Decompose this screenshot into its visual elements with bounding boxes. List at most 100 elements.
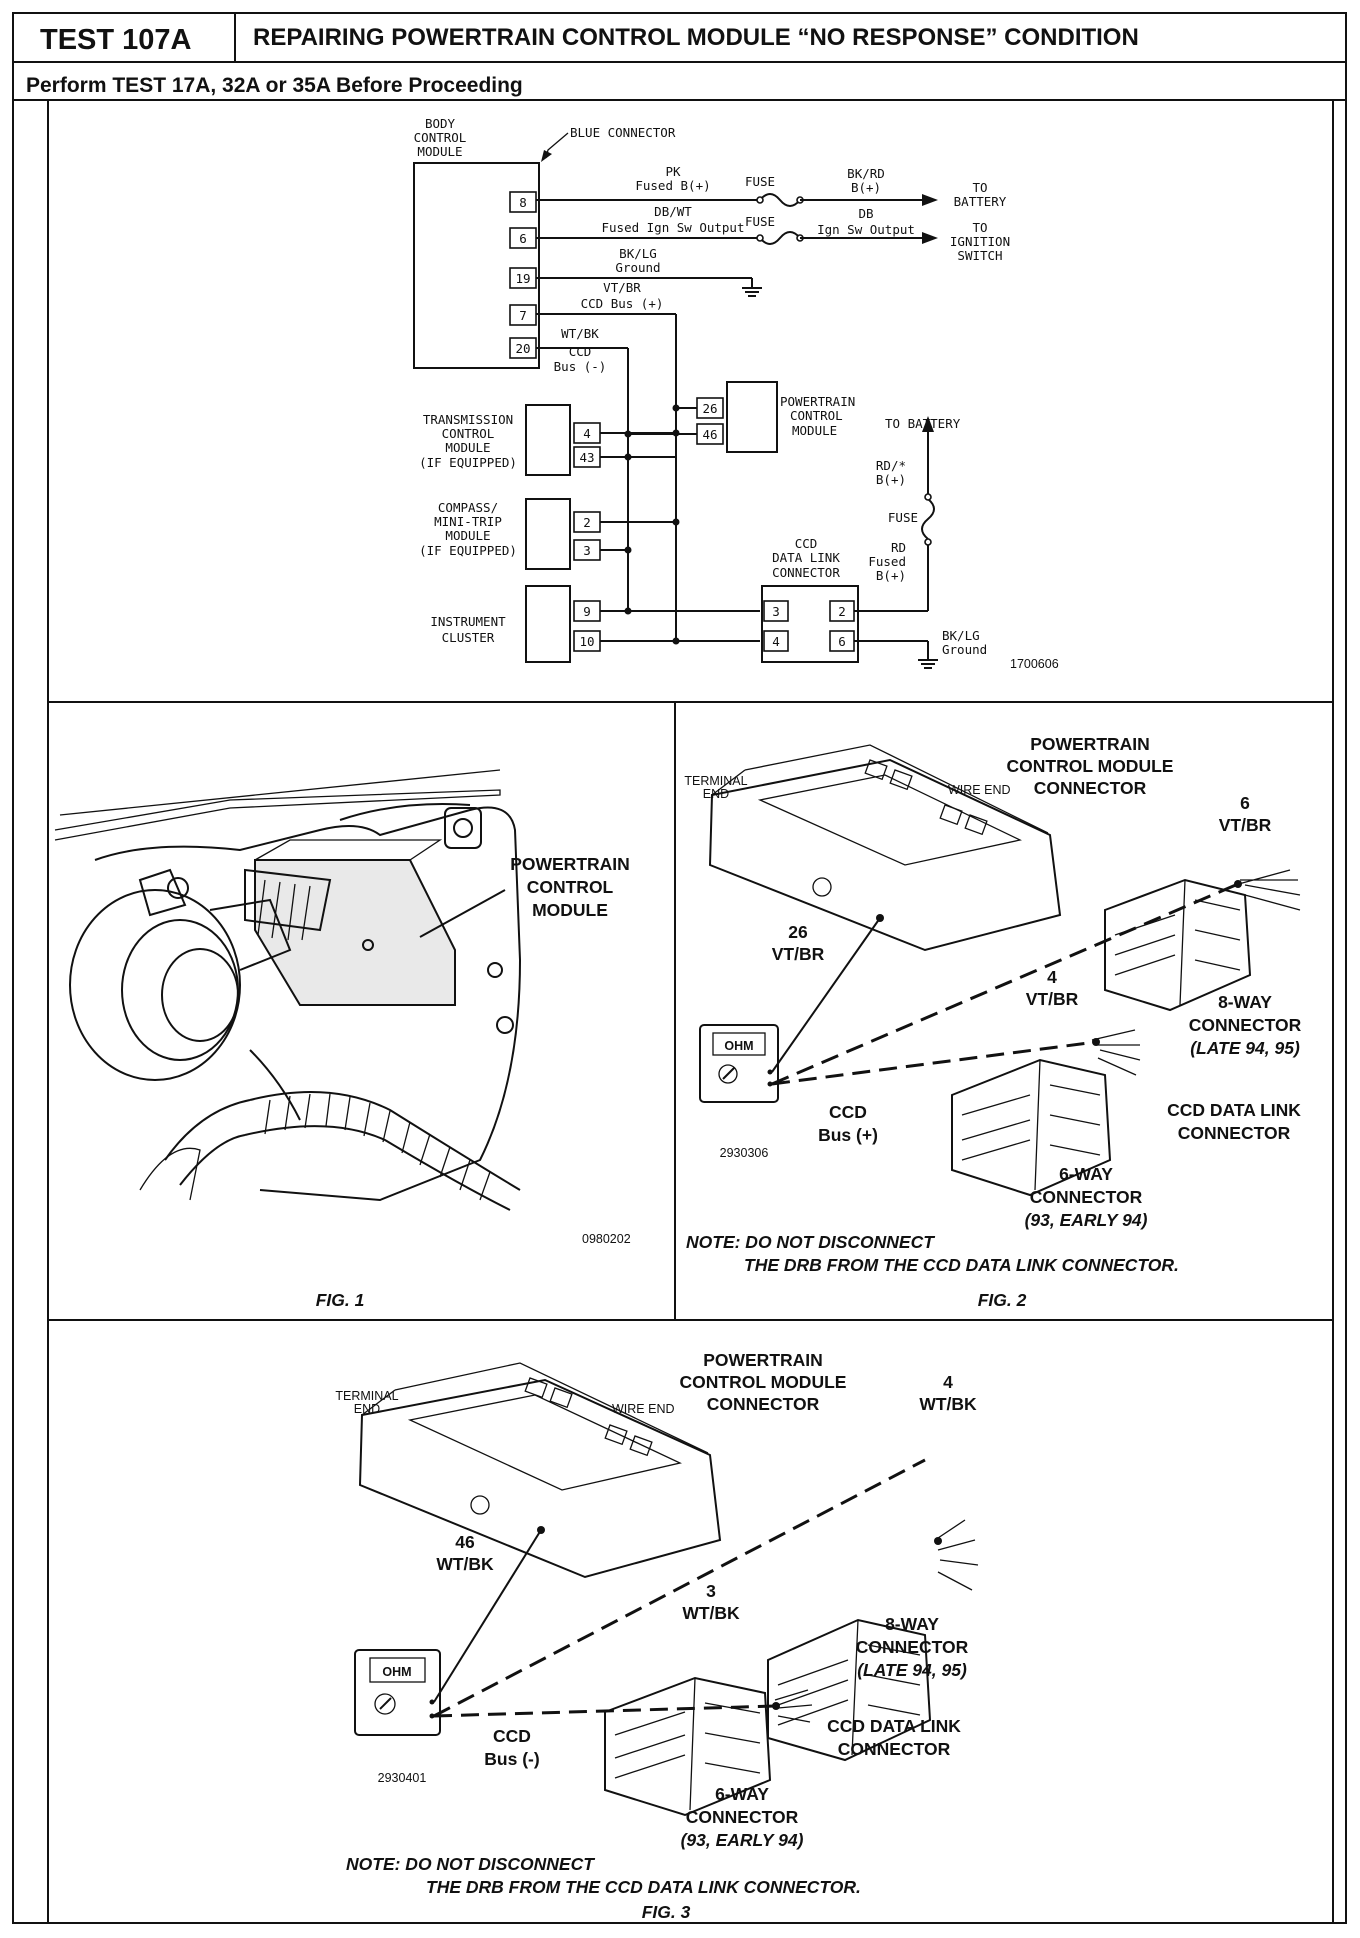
fig3-wire-end: WIRE END — [612, 1402, 675, 1416]
compass-pin-2-label: 2 — [583, 515, 591, 530]
schematic-ref: 1700606 — [1010, 657, 1059, 671]
compass-pin-3-label: 3 — [583, 543, 591, 558]
compass-label-4: (IF EQUIPPED) — [419, 543, 517, 558]
fig2-bus-1: CCD — [829, 1102, 867, 1122]
ground-2-icon — [918, 659, 938, 669]
fig2-pin6-num: 6 — [1240, 793, 1250, 813]
fig3-6way-years: (93, EARLY 94) — [681, 1830, 804, 1850]
pcm-label-1: POWERTRAIN — [780, 394, 855, 409]
dlc-pin-6-label: 6 — [838, 634, 846, 649]
fig2-8way-years: (LATE 94, 95) — [1190, 1038, 1300, 1058]
fig3-title-2: CONTROL MODULE — [680, 1372, 847, 1392]
fig2-title-3: CONNECTOR — [1034, 778, 1147, 798]
to-ignition-2: IGNITION — [950, 234, 1010, 249]
fig2-note-2: THE DRB FROM THE CCD DATA LINK CONNECTOR… — [744, 1255, 1179, 1275]
fig3-note-1: NOTE: DO NOT DISCONNECT — [346, 1854, 595, 1874]
fig2-title-1: POWERTRAIN — [1030, 734, 1150, 754]
fig1-ref: 0980202 — [582, 1232, 631, 1246]
fig2-caption: FIG. 2 — [978, 1290, 1027, 1310]
to-ignition-arrow — [922, 232, 938, 244]
fig3-ohmmeter — [354, 1649, 441, 1736]
wire-db-desc: Ign Sw Output — [817, 222, 915, 237]
cluster-label-1: INSTRUMENT — [430, 614, 506, 629]
fig2-dlc-2: CONNECTOR — [1178, 1123, 1291, 1143]
bcm-pin-6-label: 6 — [519, 231, 527, 246]
fuse-3-symbol — [921, 498, 935, 540]
to-battery-arrow — [922, 194, 938, 206]
wire-bklg2-label: BK/LG — [942, 628, 980, 643]
fig3-caption: FIG. 3 — [642, 1902, 691, 1922]
compass-mini-trip-module — [525, 498, 571, 570]
fuse-2-label: FUSE — [745, 214, 775, 229]
pcm-label-2: CONTROL — [790, 408, 843, 423]
tcm-pin-43-label: 43 — [579, 450, 594, 465]
bcm-label-2: CONTROL — [414, 130, 467, 145]
blue-connector-arrow — [541, 150, 552, 162]
fuse-1-symbol — [759, 193, 801, 207]
fig1-caption: FIG. 1 — [316, 1290, 365, 1310]
compass-label-2: MINI-TRIP — [434, 514, 502, 529]
fuse-2-symbol — [759, 231, 801, 245]
tcm-label-1: TRANSMISSION — [423, 412, 513, 427]
dlc-pin-3-label: 3 — [772, 604, 780, 619]
fig2-terminal-end-1: TERMINAL — [684, 774, 747, 788]
tcm-pin-4-label: 4 — [583, 426, 591, 441]
fig3-dlc-2: CONNECTOR — [838, 1739, 951, 1759]
fig2-pin4-color: VT/BR — [1026, 989, 1079, 1009]
cluster-pin-10-label: 10 — [579, 634, 594, 649]
bcm-label-3: MODULE — [417, 144, 462, 159]
to-battery-1: TO — [972, 180, 987, 195]
fig2-ref: 2930306 — [720, 1146, 769, 1160]
to-ignition-1: TO — [972, 220, 987, 235]
test-id: TEST 107A — [40, 24, 192, 56]
fig3-note-2: THE DRB FROM THE CCD DATA LINK CONNECTOR… — [426, 1877, 861, 1897]
dlc-pin-4 — [763, 630, 789, 652]
wire-vtbr-label: VT/BR — [603, 280, 641, 295]
wire-bkrd-label: BK/RD — [847, 166, 885, 181]
fig2-8way-connector — [1104, 878, 1252, 1012]
bcm-pin-19-label: 19 — [515, 271, 530, 286]
powertrain-control-module — [726, 381, 778, 453]
fig3-pin46-color: WT/BK — [436, 1554, 494, 1574]
wire-bkrd-desc: B(+) — [851, 180, 881, 195]
to-battery-right-arrow — [922, 416, 934, 432]
bcm-pin-8 — [509, 191, 537, 213]
dlc-pin-2-label: 2 — [838, 604, 846, 619]
pcm-pin-26-label: 26 — [702, 401, 717, 416]
fuse-1-label: FUSE — [745, 174, 775, 189]
fig3-ref: 2930401 — [378, 1771, 427, 1785]
fig2-title-2: CONTROL MODULE — [1007, 756, 1174, 776]
wire-db-label: DB — [858, 206, 873, 221]
compass-label-1: COMPASS/ — [438, 500, 498, 515]
pcm-label-3: MODULE — [792, 423, 837, 438]
wire-rd-fused-3: B(+) — [876, 568, 906, 583]
fig3-pin3-num: 3 — [706, 1581, 716, 1601]
dlc-label-3: CONNECTOR — [772, 565, 840, 580]
fig2-note-1: NOTE: DO NOT DISCONNECT — [686, 1232, 935, 1252]
fig3-8way-years: (LATE 94, 95) — [857, 1660, 967, 1680]
cluster-label-2: CLUSTER — [442, 630, 495, 645]
fig3-8way-1: 8-WAY — [885, 1614, 939, 1634]
fig2-illustration — [699, 744, 1301, 1197]
fig3-8way-2: CONNECTOR — [856, 1637, 969, 1657]
fig3-title-1: POWERTRAIN — [703, 1350, 823, 1370]
wire-rd-fused-2: Fused — [868, 554, 906, 569]
wire-bklg-label: BK/LG — [619, 246, 657, 261]
page-frame — [12, 12, 1347, 1924]
fig2-pin4-num: 4 — [1047, 967, 1057, 987]
to-battery-right: TO BATTERY — [885, 416, 961, 431]
fig2-ohmmeter — [699, 1024, 779, 1103]
fig2-6way-years: (93, EARLY 94) — [1025, 1210, 1148, 1230]
fuse-3-label: FUSE — [888, 510, 918, 525]
wire-pk-label: PK — [665, 164, 681, 179]
fig2-pcm-connector — [708, 758, 1062, 952]
wire-rd-desc: B(+) — [876, 472, 906, 487]
fig3-pin4-color: WT/BK — [919, 1394, 977, 1414]
wire-dbwt-desc: Fused Ign Sw Output — [602, 220, 745, 235]
wire-pk-desc: Fused B(+) — [635, 178, 710, 193]
bcm-pin-8-label: 8 — [519, 195, 527, 210]
wire-bklg2-desc: Ground — [942, 642, 987, 657]
fig1-pcm-box — [254, 859, 456, 1006]
fig3-pin46-num: 46 — [455, 1532, 475, 1552]
